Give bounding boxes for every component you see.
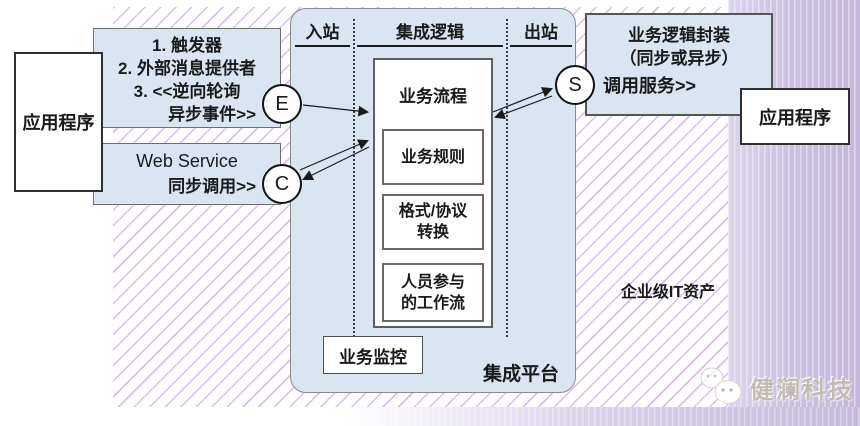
format-protocol-conversion-box: 格式/协议 转换 <box>382 194 484 250</box>
encapsulation-label-line2: （同步或异步） <box>619 49 739 68</box>
human-workflow-label-line1: 人员参与 <box>400 273 465 291</box>
enterprise-it-assets-label: 企业级IT资产 <box>620 284 716 301</box>
service-connector-circle: S <box>555 65 595 105</box>
call-service-label: 调用服务>> <box>603 76 697 96</box>
async-event-label: 异步事件>> <box>168 105 256 124</box>
lane-header-outbound: 出站 <box>510 15 572 47</box>
business-process-box: 业务流程 业务规则 格式/协议 转换 人员参与 的工作流 <box>373 58 493 328</box>
trigger-item-3: 3. <<逆向轮询 <box>133 82 241 101</box>
trigger-item-1: 1. 触发器 <box>152 36 222 55</box>
web-service-label: Web Service <box>136 151 238 171</box>
lane-header-integration-logic: 集成逻辑 <box>357 15 503 47</box>
sync-call-label: 同步调用>> <box>168 177 256 196</box>
format-protocol-label-line1: 格式/协议 <box>398 203 468 220</box>
watermark-text: 健澜科技 <box>750 376 854 404</box>
format-protocol-label-line2: 转换 <box>416 224 449 241</box>
integration-platform-panel: 入站 集成逻辑 出站 业务流程 业务规则 格式/协议 转换 人员参与 的工作流 … <box>290 8 576 393</box>
lane-divider-inbound <box>353 19 355 337</box>
watermark: 健澜科技 <box>698 366 854 408</box>
business-rules-box: 业务规则 <box>382 129 484 185</box>
event-connector-circle: E <box>262 84 302 124</box>
integration-platform-label: 集成平台 <box>482 364 559 385</box>
application-box-left: 应用程序 <box>14 52 103 192</box>
business-process-title: 业务流程 <box>399 87 467 106</box>
business-monitoring-box: 业务监控 <box>323 336 423 374</box>
chat-bubbles-logo-icon <box>700 367 742 406</box>
human-workflow-label-line2: 的工作流 <box>400 294 465 312</box>
encapsulation-label-line1: 业务逻辑封装 <box>628 26 730 45</box>
purple-gradient-band-bottom <box>0 407 860 426</box>
application-box-right: 应用程序 <box>740 88 850 145</box>
lane-header-inbound: 入站 <box>295 15 350 47</box>
human-workflow-box: 人员参与 的工作流 <box>382 263 484 322</box>
business-rules-label: 业务规则 <box>400 148 465 166</box>
web-service-box: Web Service 同步调用>> <box>93 143 281 205</box>
call-connector-circle: C <box>262 164 302 204</box>
trigger-item-2: 2. 外部消息提供者 <box>118 59 256 78</box>
trigger-list-box: 1. 触发器 2. 外部消息提供者 3. <<逆向轮询 异步事件>> <box>93 28 281 128</box>
lane-divider-outbound <box>506 19 508 337</box>
